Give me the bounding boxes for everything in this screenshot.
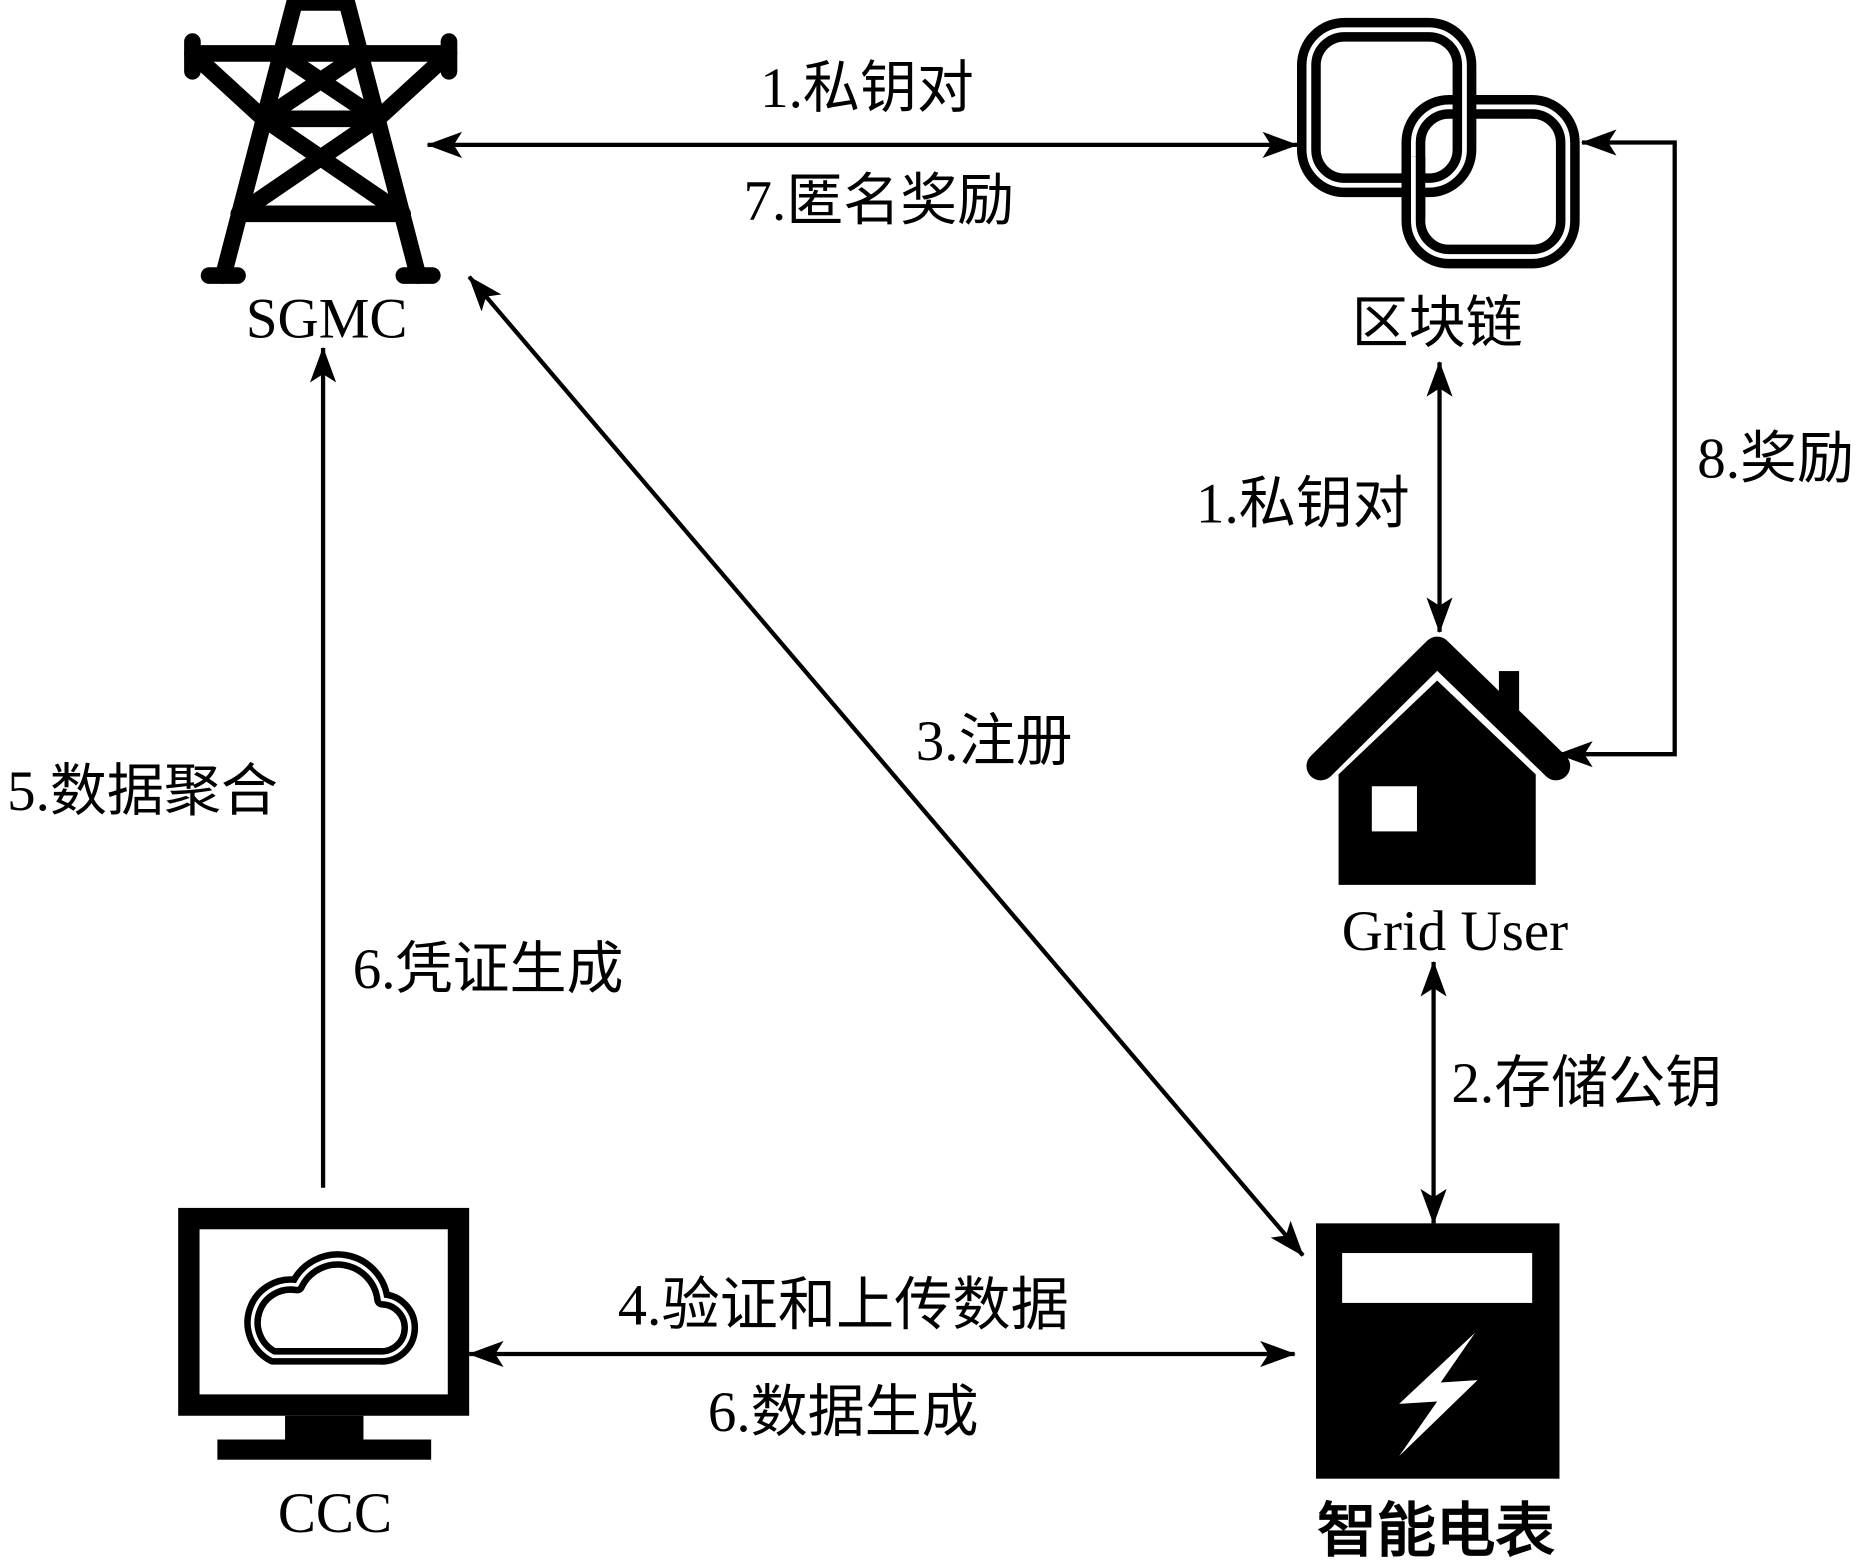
cloud-icon xyxy=(244,1251,419,1365)
node-label-sgmc: SGMC xyxy=(246,287,408,350)
house-icon xyxy=(1306,636,1571,885)
node-label-grid-user: Grid User xyxy=(1342,900,1568,963)
cloud-monitor-icon xyxy=(178,1207,470,1460)
node-label-ccc: CCC xyxy=(278,1482,392,1545)
transmission-tower-icon xyxy=(184,0,458,284)
edge-label-blockchain-grid-user: 1.私钥对 xyxy=(1196,473,1410,536)
arrow-sgmc-smart-meter xyxy=(467,275,1305,1257)
lightning-bolt-icon xyxy=(1399,1332,1478,1457)
blockchain-icon xyxy=(1297,17,1580,269)
edge-label-ccc-smart-meter-above: 4.验证和上传数据 xyxy=(618,1272,1069,1337)
edge-label-reward: 8.奖励 xyxy=(1697,427,1854,490)
edge-label-sgmc-blockchain-above: 1.私钥对 xyxy=(760,57,974,120)
smart-meter-icon xyxy=(1316,1223,1560,1479)
edge-label-ccc-sgmc-left: 5.数据聚合 xyxy=(7,760,278,823)
edge-label-grid-user-smart-meter: 2.存储公钥 xyxy=(1451,1052,1722,1115)
edge-label-ccc-sgmc-right: 6.凭证生成 xyxy=(353,938,624,1001)
arrow-reward-grid-user-blockchain xyxy=(1557,129,1677,768)
edge-label-ccc-smart-meter-below: 6.数据生成 xyxy=(708,1381,979,1444)
node-label-blockchain: 区块链 xyxy=(1352,292,1523,355)
edge-label-sgmc-smart-meter: 3.注册 xyxy=(916,710,1073,773)
edge-label-sgmc-blockchain-below: 7.匿名奖励 xyxy=(744,170,1015,233)
node-label-smart-meter: 智能电表 xyxy=(1317,1498,1555,1564)
